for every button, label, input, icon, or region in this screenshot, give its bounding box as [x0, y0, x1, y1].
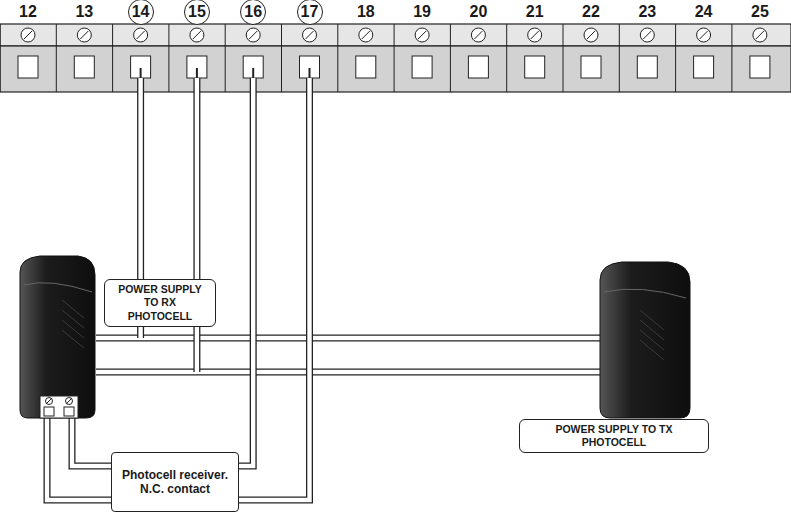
terminal-strip	[0, 24, 791, 92]
terminal-number: 20	[469, 3, 487, 21]
cable	[195, 78, 199, 372]
cable	[96, 335, 600, 342]
circled-terminal-number: 16	[240, 0, 266, 25]
label-box: POWER SUPPLY TO RX PHOTOCELL	[104, 279, 216, 326]
terminal-number: 16	[244, 3, 262, 21]
label-box: POWER SUPPLY TO TX PHOTOCELL	[519, 419, 709, 453]
terminal-number: 18	[357, 3, 375, 21]
circled-terminal-number: 17	[297, 0, 323, 25]
terminal-number: 23	[638, 3, 656, 21]
terminal-number: 14	[132, 3, 150, 21]
rx-photocell	[20, 256, 95, 418]
label-text: POWER SUPPLY TO RX PHOTOCELL	[111, 283, 209, 322]
label-box: Photocell receiver. N.C. contact	[111, 452, 239, 512]
cables	[47, 68, 600, 500]
cable	[72, 78, 253, 466]
tx-photocell	[600, 262, 690, 418]
terminal-number: 15	[188, 3, 206, 21]
terminal-number: 13	[75, 3, 93, 21]
label-text: Photocell receiver. N.C. contact	[118, 468, 232, 497]
cable	[193, 78, 200, 372]
cable	[96, 369, 600, 376]
cable	[96, 370, 600, 374]
terminal-number: 25	[751, 3, 769, 21]
terminal-number: 22	[582, 3, 600, 21]
circled-terminal-number: 15	[184, 0, 210, 25]
cable	[96, 336, 600, 340]
terminal-number: 21	[526, 3, 544, 21]
label-text: POWER SUPPLY TO TX PHOTOCELL	[526, 423, 702, 449]
terminal-number: 12	[19, 3, 37, 21]
cable	[72, 78, 253, 466]
terminal-number: 19	[413, 3, 431, 21]
circled-terminal-number: 14	[128, 0, 154, 25]
terminal-number: 17	[301, 3, 319, 21]
terminal-number: 24	[695, 3, 713, 21]
